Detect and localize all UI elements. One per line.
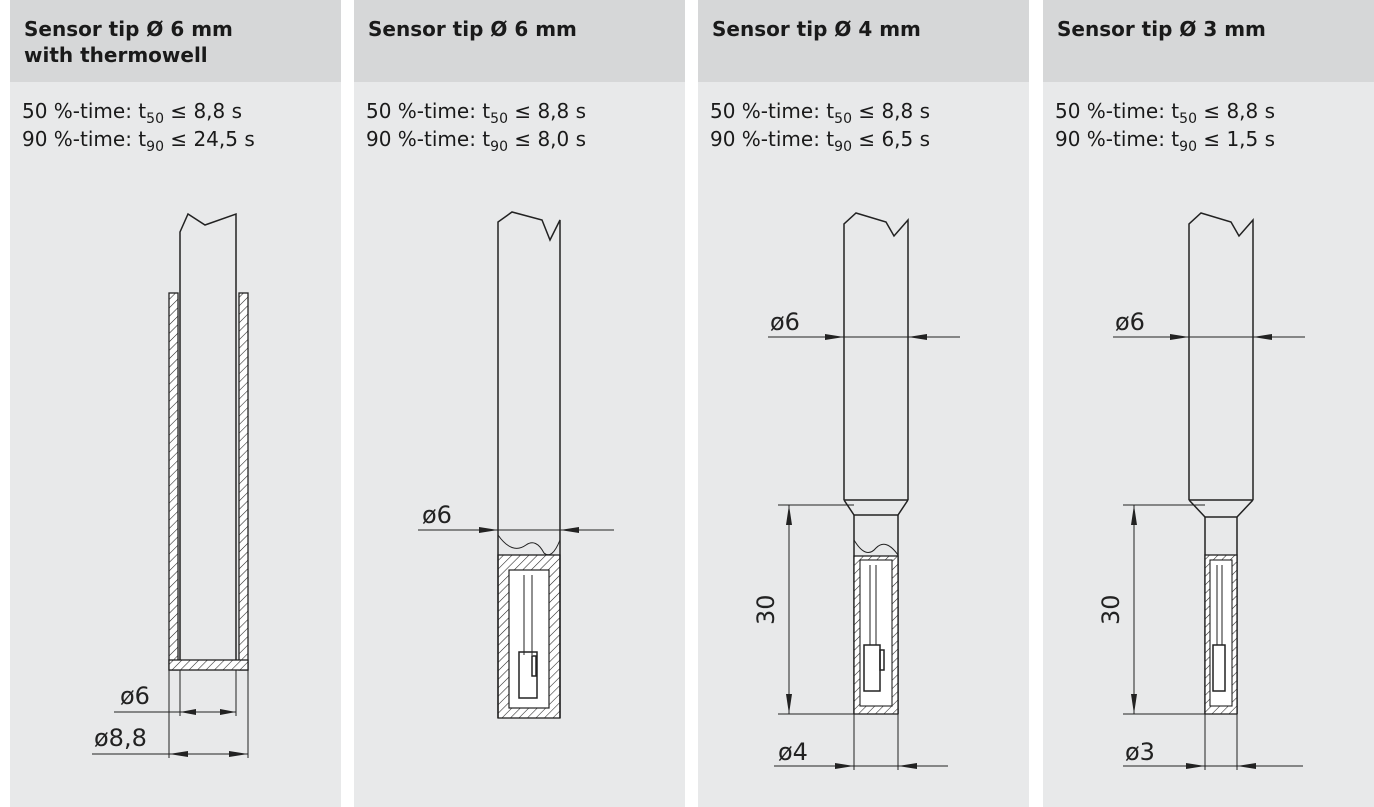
dim-label: ø6 <box>1115 308 1145 336</box>
dim-label: ø8,8 <box>94 724 147 752</box>
panel-sensor-6mm-thermowell: Sensor tip Ø 6 mm with thermowell 50 %-t… <box>10 0 341 807</box>
t90-spec: 90 %-time: t90 ≤ 24,5 s <box>22 127 255 155</box>
panel-title-line: Sensor tip Ø 4 mm <box>712 17 921 41</box>
t50-spec: 50 %-time: t50 ≤ 8,8 s <box>710 99 931 127</box>
panel-title-line: Sensor tip Ø 3 mm <box>1057 17 1266 41</box>
thermowell-drawing: ø6 ø8,8 <box>92 212 249 758</box>
dim-label: ø6 <box>770 308 800 336</box>
dim-label: ø4 <box>778 738 808 766</box>
dim-label: ø3 <box>1125 738 1155 766</box>
panel-title: Sensor tip Ø 3 mm <box>1043 0 1374 82</box>
t50-spec: 50 %-time: t50 ≤ 8,8 s <box>366 99 587 127</box>
sensor-3mm-drawing: ø6 30 ø3 <box>1097 212 1305 770</box>
panel-title-line: Sensor tip Ø 6 mm <box>368 17 577 41</box>
panel-sensor-3mm: Sensor tip Ø 3 mm 50 %-time: t50 ≤ 8,8 s… <box>1043 0 1374 807</box>
panel-title-line: with thermowell <box>24 43 208 67</box>
dim-label: 30 <box>1097 594 1125 625</box>
dim-label: 30 <box>752 594 780 625</box>
panel-sensor-6mm: Sensor tip Ø 6 mm 50 %-time: t50 ≤ 8,8 s… <box>354 0 685 807</box>
panel-title: Sensor tip Ø 6 mm <box>354 0 685 82</box>
t50-spec: 50 %-time: t50 ≤ 8,8 s <box>1055 99 1276 127</box>
t90-spec: 90 %-time: t90 ≤ 8,0 s <box>366 127 587 155</box>
panel-title: Sensor tip Ø 6 mm with thermowell <box>10 0 341 82</box>
panel-title-line: Sensor tip Ø 6 mm <box>24 17 233 41</box>
sensor-4mm-drawing: ø6 30 ø4 <box>752 212 960 770</box>
sensor-6mm-drawing: ø6 <box>418 211 614 719</box>
dim-label: ø6 <box>422 501 452 529</box>
panel-sensor-4mm: Sensor tip Ø 4 mm 50 %-time: t50 ≤ 8,8 s… <box>698 0 1029 807</box>
dim-label: ø6 <box>120 682 150 710</box>
t90-spec: 90 %-time: t90 ≤ 1,5 s <box>1055 127 1276 155</box>
panel-title: Sensor tip Ø 4 mm <box>698 0 1029 82</box>
t50-spec: 50 %-time: t50 ≤ 8,8 s <box>22 99 243 127</box>
t90-spec: 90 %-time: t90 ≤ 6,5 s <box>710 127 931 155</box>
